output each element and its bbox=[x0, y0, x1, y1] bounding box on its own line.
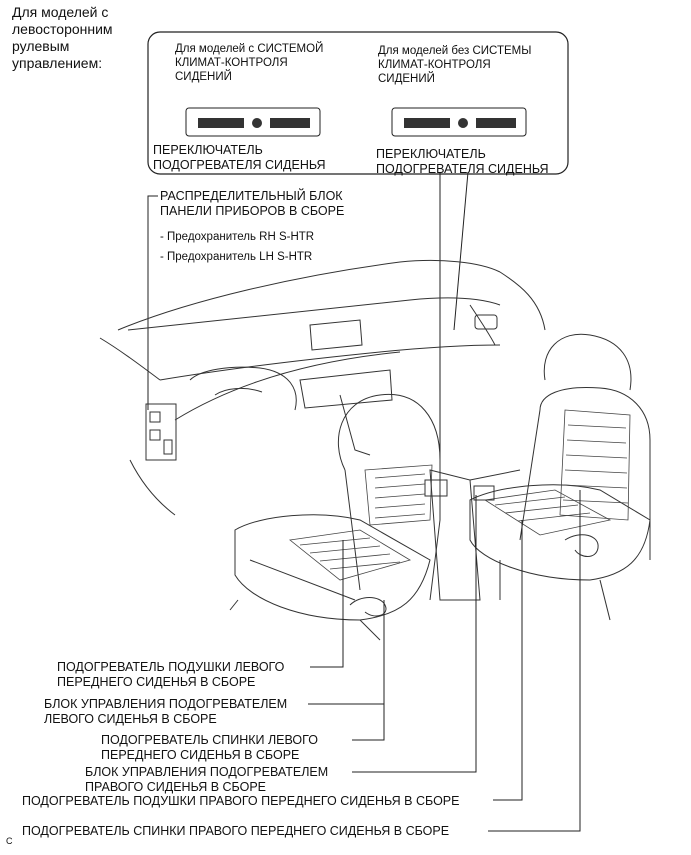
seat-heater-switch-left-icon bbox=[185, 107, 321, 137]
center-console bbox=[424, 469, 521, 601]
fuse-rh-label: - Предохранитель RH S-HTR bbox=[160, 231, 315, 243]
inset-right-title: Для моделей без СИСТЕМЫ КЛИМАТ-КОНТРОЛЯ … bbox=[378, 45, 532, 85]
junction-block-label: РАСПРЕДЕЛИТЕЛЬНЫЙ БЛОК ПАНЕЛИ ПРИБОРОВ В… bbox=[160, 189, 345, 218]
right-cushion-heater-icon bbox=[483, 489, 612, 536]
seat-heater-switch-right-icon bbox=[391, 107, 527, 137]
callout-right-cushion-heater: ПОДОГРЕВАТЕЛЬ ПОДУШКИ ПРАВОГО ПЕРЕДНЕГО … bbox=[22, 794, 460, 808]
callout-left-seatback-heater: ПОДОГРЕВАТЕЛЬ СПИНКИ ЛЕВОГО ПЕРЕДНЕГО СИ… bbox=[101, 733, 318, 762]
left-seatback-heater-icon bbox=[364, 464, 433, 526]
inset-left-title: Для моделей с СИСТЕМОЙ КЛИМАТ-КОНТРОЛЯ С… bbox=[175, 43, 324, 83]
left-cushion-heater-icon bbox=[289, 529, 411, 581]
callout-right-seatback-heater: ПОДОГРЕВАТЕЛЬ СПИНКИ ПРАВОГО ПЕРЕДНЕГО С… bbox=[22, 824, 450, 838]
lhd-models-header: Для моделей с левосторонним рулевым упра… bbox=[12, 4, 113, 71]
right-harness bbox=[564, 534, 599, 557]
inset-frame bbox=[147, 31, 569, 175]
inset-right-switch-label: ПЕРЕКЛЮЧАТЕЛЬ ПОДОГРЕВАТЕЛЯ СИДЕНЬЯ bbox=[376, 147, 549, 176]
junction-block-icon bbox=[145, 403, 177, 461]
fuse-lh-label: - Предохранитель LH S-HTR bbox=[160, 251, 313, 263]
callout-left-seat-heater-control: БЛОК УПРАВЛЕНИЯ ПОДОГРЕВАТЕЛЕМ ЛЕВОГО СИ… bbox=[44, 697, 288, 726]
callout-leaders bbox=[308, 490, 581, 832]
callout-left-cushion-heater: ПОДОГРЕВАТЕЛЬ ПОДУШКИ ЛЕВОГО ПЕРЕДНЕГО С… bbox=[57, 660, 285, 689]
callout-right-seat-heater-control: БЛОК УПРАВЛЕНИЯ ПОДОГРЕВАТЕЛЕМ ПРАВОГО С… bbox=[85, 765, 329, 794]
figure-code: C bbox=[6, 836, 13, 846]
right-seatback-heater-icon bbox=[559, 409, 631, 521]
inset-left-switch-label: ПЕРЕКЛЮЧАТЕЛЬ ПОДОГРЕВАТЕЛЯ СИДЕНЬЯ bbox=[153, 143, 326, 172]
right-front-seat bbox=[469, 333, 651, 621]
left-front-seat bbox=[229, 393, 441, 641]
dashboard-outline bbox=[99, 259, 546, 516]
left-harness bbox=[349, 597, 387, 617]
